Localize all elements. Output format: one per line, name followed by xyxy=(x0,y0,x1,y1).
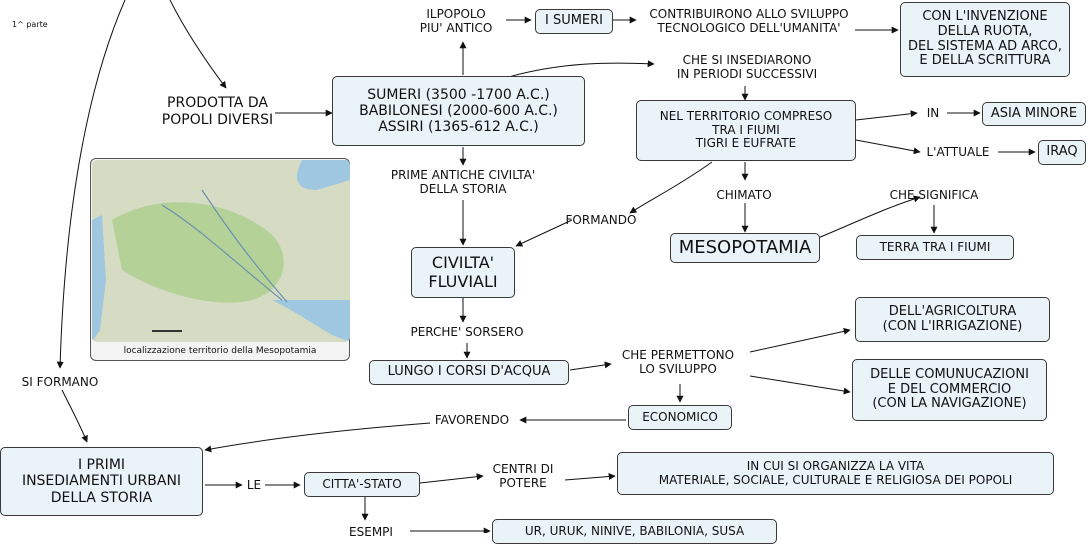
label-si-formano: SI FORMANO xyxy=(21,375,99,389)
label-permettono: CHE PERMETTONO LO SVILUPPO xyxy=(621,348,735,377)
mesopotamia-map-panel: localizzazione territorio della Mesopota… xyxy=(90,158,350,361)
node-agricoltura: DELL'AGRICOLTURA (CON L'IRRIGAZIONE) xyxy=(855,297,1050,342)
node-i-sumeri: I SUMERI xyxy=(535,9,613,34)
label-chimato: CHIMATO xyxy=(716,188,772,202)
label-significa: CHE SIGNIFICA xyxy=(889,188,979,202)
node-asia-minore: ASIA MINORE xyxy=(982,102,1086,126)
label-centri-di-potere: CENTRI DI POTERE xyxy=(492,462,554,491)
map-caption: localizzazione territorio della Mesopota… xyxy=(123,346,317,356)
label-contribuirono: CONTRIBUIRONO ALLO SVILUPPO TECNOLOGICO … xyxy=(649,7,849,36)
node-comunicazioni: DELLE COMUNUCAZIONI E DEL COMMERCIO (CON… xyxy=(852,359,1047,421)
label-prodotta: PRODOTTA DA POPOLI DIVERSI xyxy=(161,95,274,128)
node-organizza-la-vita: IN CUI SI ORGANIZZA LA VITA MATERIALE, S… xyxy=(617,452,1054,495)
mesopotamia-map xyxy=(92,160,350,342)
node-sumeri-babilonesi-assiri: SUMERI (3500 -1700 A.C.) BABILONESI (200… xyxy=(332,76,585,146)
label-favorendo: FAVORENDO xyxy=(434,413,510,427)
connector-lines xyxy=(56,0,1036,533)
label-perche-sorsero: PERCHE' SORSERO xyxy=(410,325,524,339)
label-formando: FORMANDO xyxy=(565,213,637,227)
node-terra-tra-i-fiumi: TERRA TRA I FIUMI xyxy=(856,235,1014,260)
node-economico: ECONOMICO xyxy=(628,405,732,430)
node-mesopotamia: MESOPOTAMIA xyxy=(670,233,820,263)
label-insediarono: CHE SI INSEDIARONO IN PERIODI SUCCESSIVI xyxy=(676,53,818,82)
label-in: IN xyxy=(926,106,940,120)
node-civilta-fluviali: CIVILTA' FLUVIALI xyxy=(411,247,515,298)
node-insediamenti-urbani: I PRIMI INSEDIAMENTI URBANI DELLA STORIA xyxy=(0,447,203,516)
label-attuale: L'ATTUALE xyxy=(926,145,990,159)
label-ilpopolo: ILPOPOLO PIU' ANTICO xyxy=(419,7,493,36)
label-le: LE xyxy=(246,478,262,492)
node-iraq: IRAQ xyxy=(1038,140,1086,165)
label-esempi: ESEMPI xyxy=(349,525,393,539)
node-esempi-citta: UR, URUK, NINIVE, BABILONIA, SUSA xyxy=(492,519,777,544)
node-citta-stato: CITTA'-STATO xyxy=(304,472,420,497)
label-prime-civilta: PRIME ANTICHE CIVILTA' DELLA STORIA xyxy=(390,168,536,197)
part-label: 1^ parte xyxy=(12,20,48,29)
node-lungo-i-corsi-dacqua: LUNGO I CORSI D'ACQUA xyxy=(369,360,569,385)
node-invenzione: CON L'INVENZIONE DELLA RUOTA, DEL SISTEM… xyxy=(900,2,1070,77)
node-territorio: NEL TERRITORIO COMPRESO TRA I FIUMI TIGR… xyxy=(636,100,856,161)
